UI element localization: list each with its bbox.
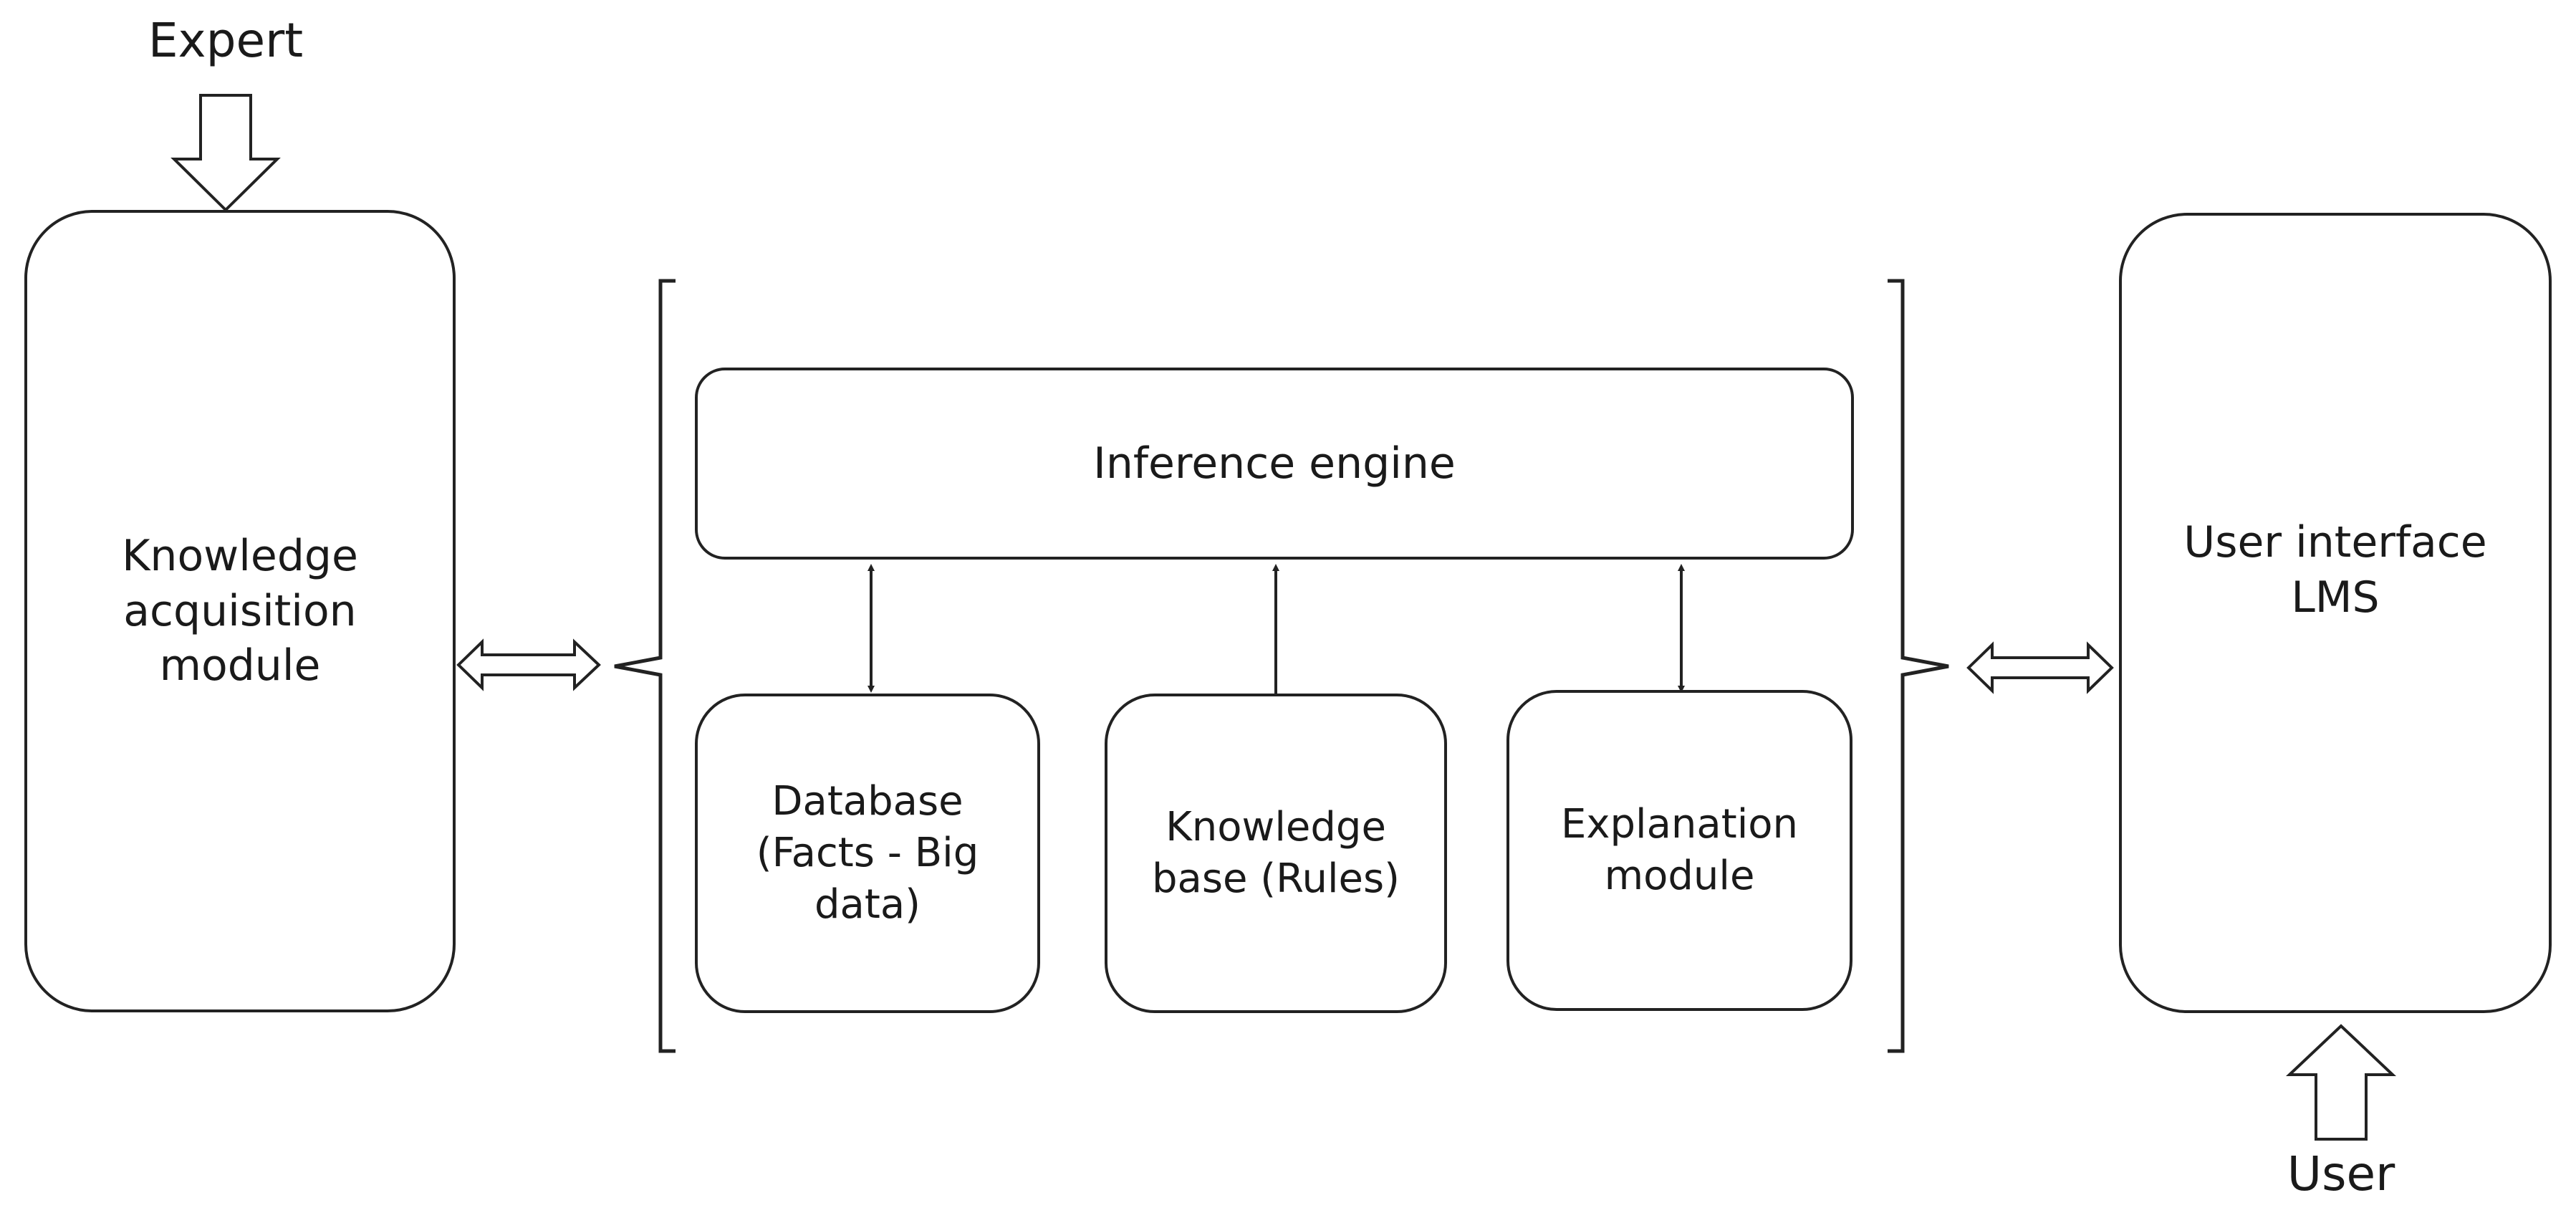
user-label: User — [2287, 1146, 2395, 1202]
knowledge-acquisition-label: Knowledge acquisition module — [122, 530, 358, 691]
inference-engine-label: Inference engine — [1093, 438, 1456, 489]
right-bracket — [1888, 279, 1949, 1053]
user-interface-lms: User interface LMS — [2119, 213, 2552, 1013]
database-box: Database (Facts - Big data) — [695, 694, 1040, 1013]
right-bidirectional-arrow — [1966, 641, 2114, 694]
knowledge-base-label: Knowledge base (Rules) — [1151, 804, 1400, 902]
user-interface-label: User interface LMS — [2183, 517, 2487, 623]
knowledge-acquisition-module: Knowledge acquisition module — [24, 210, 456, 1012]
inference-engine-box: Inference engine — [695, 368, 1854, 560]
explanation-module-label: Explanation module — [1560, 801, 1799, 899]
explanation-module-box: Explanation module — [1506, 690, 1852, 1011]
database-label: Database (Facts - Big data) — [756, 778, 979, 928]
left-bracket — [614, 279, 676, 1053]
expert-input-arrow — [170, 94, 281, 212]
knowledge-base-box: Knowledge base (Rules) — [1105, 694, 1447, 1013]
user-input-arrow — [2285, 1024, 2397, 1141]
left-bidirectional-arrow — [456, 638, 601, 691]
expert-label: Expert — [148, 13, 304, 68]
